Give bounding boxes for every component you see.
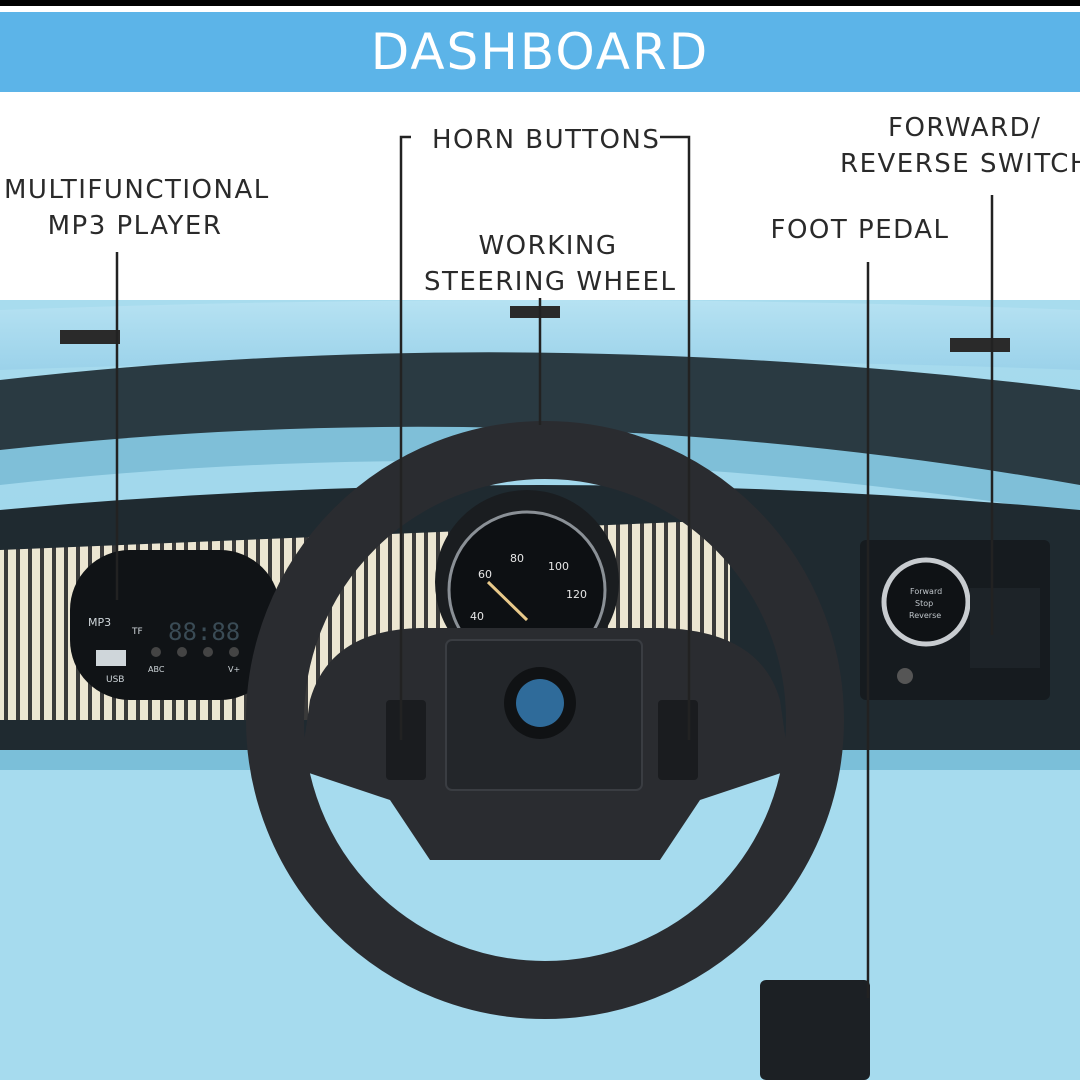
leader-horn-right-top <box>660 135 691 300</box>
label-pedal-text: FOOT PEDAL <box>770 215 950 245</box>
abc-button-label: ABC <box>148 665 165 674</box>
leader-lines-top <box>115 135 994 300</box>
label-mp3-player: MULTIFUNCTIONAL MP3 PLAYER <box>4 172 270 244</box>
label-horn-buttons: HORN BUTTONS <box>432 122 661 158</box>
speedometer-needle <box>486 580 529 622</box>
vent-slot-left <box>60 330 120 344</box>
top-rule <box>0 0 1080 6</box>
banner-title: DASHBOARD <box>370 23 710 81</box>
label-horn-text: HORN BUTTONS <box>432 125 661 155</box>
mp3-button-4[interactable] <box>229 647 239 657</box>
horn-button-right[interactable] <box>658 700 698 780</box>
mp3-button-3[interactable] <box>203 647 213 657</box>
usb-port-label: USB <box>106 675 124 685</box>
switch-stop-label: Stop <box>915 599 933 608</box>
speed-tick-60: 60 <box>478 568 492 581</box>
forward-reverse-switch[interactable] <box>881 557 971 647</box>
panel-screw <box>897 668 913 684</box>
tf-port-label: TF <box>131 627 143 637</box>
vent-slot-right <box>950 338 1010 352</box>
label-switch-line1: FORWARD/ <box>888 113 1042 143</box>
label-switch-line2: REVERSE SWITCH <box>840 149 1080 179</box>
mp3-button-2[interactable] <box>177 647 187 657</box>
label-mp3-line2: MP3 PLAYER <box>47 211 223 241</box>
mp3-port-label: MP3 <box>88 616 111 629</box>
switch-forward-label: Forward <box>910 587 942 596</box>
leader-horn-left-top <box>399 135 411 300</box>
switch-housing <box>970 588 1040 668</box>
volume-up-label: V+ <box>228 665 240 674</box>
title-banner: DASHBOARD <box>0 12 1080 92</box>
label-steering-line1: WORKING <box>478 231 618 261</box>
foot-pedal[interactable] <box>760 980 870 1080</box>
label-foot-pedal: FOOT PEDAL <box>770 212 950 248</box>
label-steering-line2: STEERING WHEEL <box>424 267 677 297</box>
label-mp3-line1: MULTIFUNCTIONAL <box>4 175 270 205</box>
speed-tick-40: 40 <box>470 610 484 623</box>
dash-lip <box>0 426 1080 515</box>
mp3-button-1[interactable] <box>151 647 161 657</box>
horn-button-left[interactable] <box>386 700 426 780</box>
label-forward-reverse-switch: FORWARD/ REVERSE SWITCH <box>840 110 1080 182</box>
dashboard-photo: MP3 TF USB 88:88 ABC V+ 40 60 80 100 120… <box>0 300 1080 1080</box>
speed-tick-100: 100 <box>548 560 569 573</box>
mp3-display: 88:88 <box>168 618 240 646</box>
label-steering-wheel: WORKING STEERING WHEEL <box>424 228 677 300</box>
speed-tick-120: 120 <box>566 588 587 601</box>
switch-reverse-label: Reverse <box>909 611 941 620</box>
wheel-emblem-inner <box>516 679 564 727</box>
vent-slot-center <box>510 306 560 318</box>
steering-wheel-rim[interactable] <box>246 421 844 1019</box>
usb-port[interactable] <box>96 650 126 666</box>
speed-tick-80: 80 <box>510 552 524 565</box>
